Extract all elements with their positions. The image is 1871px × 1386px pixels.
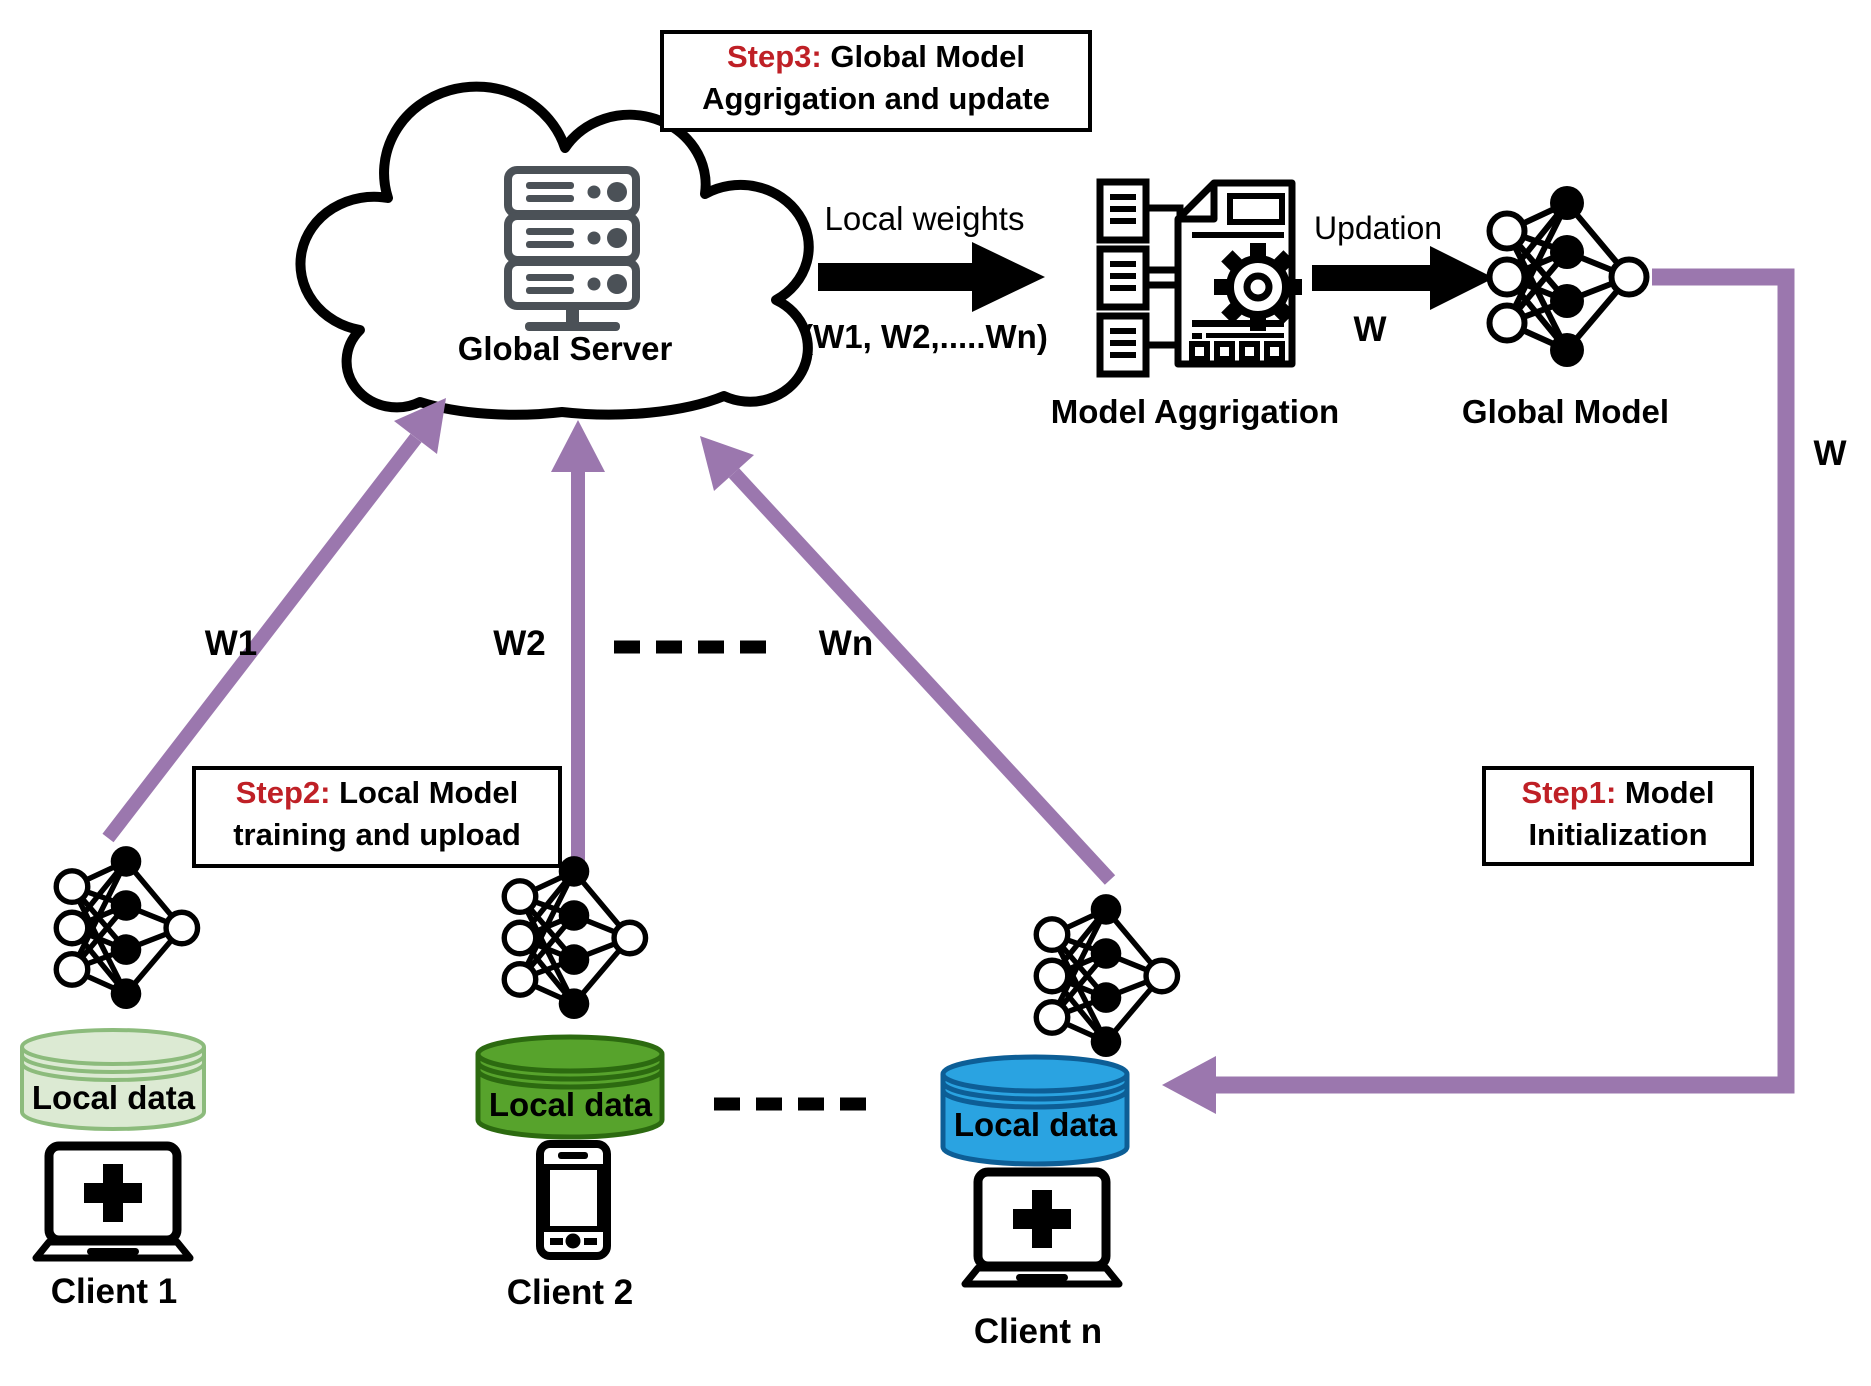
clientn-laptop-medical-icon — [965, 1172, 1119, 1284]
upload-arrow-w1 — [102, 398, 446, 843]
global-server-label: Global Server — [457, 330, 673, 367]
client2-local-data-label: Local data — [488, 1086, 653, 1123]
client1-name-label: Client 1 — [50, 1272, 178, 1311]
broadcast-arrow — [1162, 268, 1795, 1114]
client2-name-label: Client 2 — [506, 1273, 634, 1312]
client1-local-data-label: Local data — [31, 1079, 196, 1116]
client1-laptop-medical-icon — [36, 1146, 190, 1258]
step2-box: Step2: Local Model training and upload — [192, 766, 562, 868]
updation-label: Updation — [1313, 210, 1443, 246]
global-model-nn-icon — [1490, 186, 1647, 367]
step3-line2: Aggrigation and update — [702, 81, 1050, 116]
step1-line2: Initialization — [1528, 817, 1708, 852]
clientn-local-data-label: Local data — [953, 1106, 1118, 1143]
gear-icon — [1214, 243, 1302, 331]
client2-nn-icon — [504, 856, 645, 1019]
w2-label: W2 — [493, 624, 546, 663]
model-aggregation-icon — [1096, 178, 1302, 378]
upload-arrow-w2 — [551, 420, 605, 880]
wn-label: Wn — [818, 624, 874, 663]
upload-arrow-wn — [700, 436, 1116, 885]
local-weights-tuple: (W1, W2,.....Wn) — [802, 318, 1048, 355]
updation-arrow — [1312, 246, 1494, 310]
global-model-label: Global Model — [1461, 393, 1670, 430]
clientn-database-cylinder — [940, 1054, 1130, 1167]
clientn-name-label: Client n — [973, 1312, 1103, 1351]
step2-line2: training and upload — [233, 817, 521, 852]
client1-database-cylinder — [20, 1028, 206, 1131]
updation-weight-label: W — [1353, 310, 1387, 349]
w1-label: W1 — [204, 624, 258, 663]
broadcast-weight-label: W — [1813, 434, 1847, 473]
step3-line1: Step3: Global Model — [727, 39, 1025, 74]
server-rack-icon — [504, 166, 640, 331]
step1-line1: Step1: Model — [1521, 775, 1715, 810]
local-weights-arrow — [818, 242, 1045, 312]
model-aggregation-label: Model Aggrigation — [1050, 393, 1340, 430]
local-weights-label: Local weights — [824, 200, 1025, 237]
step3-box: Step3: Global Model Aggrigation and upda… — [660, 30, 1092, 132]
step2-line1: Step2: Local Model — [235, 775, 519, 810]
client2-smartphone-icon — [536, 1140, 611, 1260]
clientn-nn-icon — [1036, 894, 1177, 1057]
client1-nn-icon — [56, 846, 197, 1009]
step1-box: Step1: Model Initialization — [1482, 766, 1754, 866]
client2-database-cylinder — [475, 1034, 665, 1140]
